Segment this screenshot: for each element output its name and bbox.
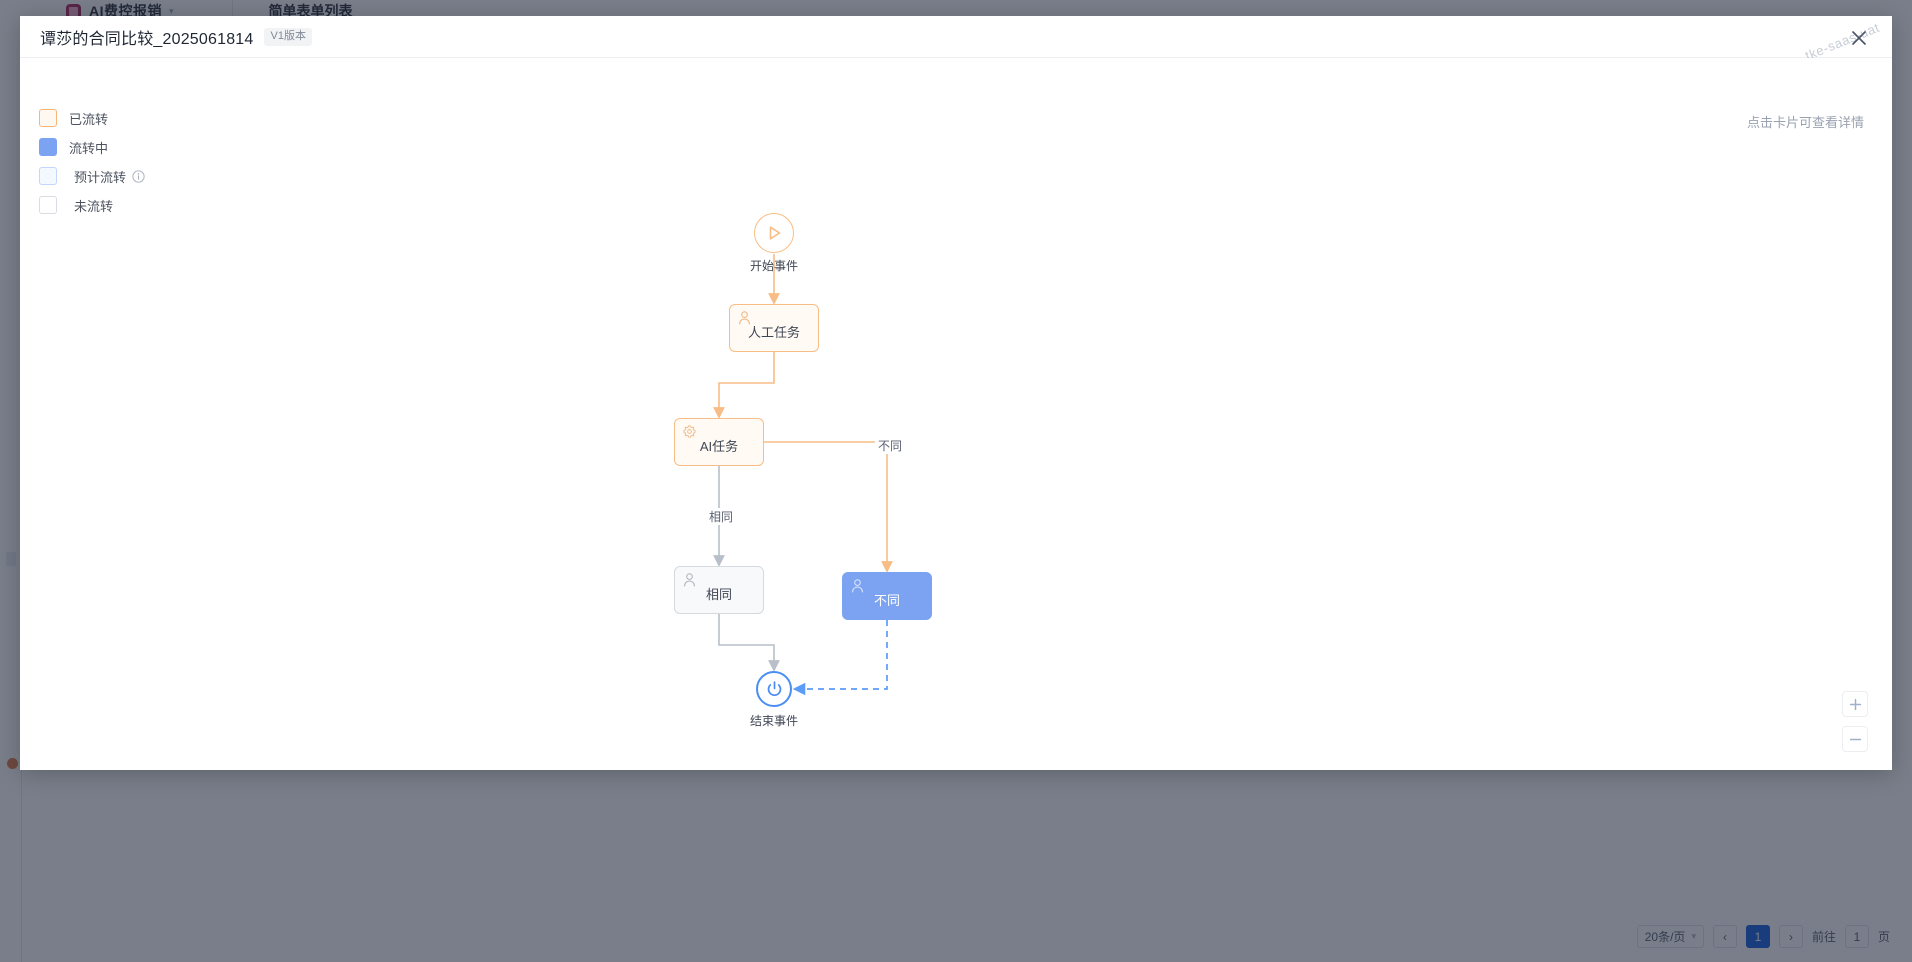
minus-icon xyxy=(1849,738,1861,740)
edge-same-to-end xyxy=(718,614,780,672)
legend-item-plan[interactable]: 预计流转 xyxy=(39,167,145,185)
legend-item-done[interactable]: 已流转 xyxy=(39,109,145,127)
legend-label-none: 未流转 xyxy=(74,198,114,214)
node-same-task[interactable]: 相同 xyxy=(674,566,764,614)
modal-body: 已流转 流转中 预计流转 未流转 xyxy=(20,58,1892,770)
close-icon[interactable] xyxy=(1848,27,1870,49)
node-manual-task-label: 人工任务 xyxy=(747,324,800,340)
power-icon xyxy=(767,680,781,696)
flow-canvas[interactable]: 开始事件 人工任务 AI任务 xyxy=(20,58,1892,770)
legend-swatch-none xyxy=(39,196,57,214)
node-end-event[interactable] xyxy=(756,671,792,707)
legend-item-active[interactable]: 流转中 xyxy=(39,138,145,156)
node-same-task-label: 相同 xyxy=(705,586,732,602)
node-start-event-label: 开始事件 xyxy=(749,259,798,273)
edge-label-diff: 不同 xyxy=(875,437,906,454)
legend-label-plan: 预计流转 xyxy=(74,169,127,185)
modal-header: 谭莎的合同比较_2025061814 V1版本 xyxy=(20,16,1892,58)
legend-swatch-plan xyxy=(39,167,57,185)
node-manual-task[interactable]: 人工任务 xyxy=(729,304,819,352)
legend-item-none[interactable]: 未流转 xyxy=(39,196,145,214)
node-end-event-label: 结束事件 xyxy=(749,714,798,728)
person-icon xyxy=(739,311,750,325)
legend-label-done: 已流转 xyxy=(69,111,109,127)
edge-diff-to-end xyxy=(792,620,888,696)
edge-manual-to-ai xyxy=(713,352,775,419)
node-diff-task[interactable]: 不同 xyxy=(842,572,932,620)
legend: 已流转 流转中 预计流转 未流转 xyxy=(39,109,145,214)
node-start-event[interactable] xyxy=(754,213,794,253)
person-icon xyxy=(852,579,863,593)
page-title: 谭莎的合同比较_2025061814 xyxy=(40,30,254,48)
plus-icon xyxy=(1849,698,1861,710)
legend-swatch-active xyxy=(39,138,57,156)
hint-text: 点击卡片可查看详情 xyxy=(1746,115,1864,130)
node-ai-task[interactable]: AI任务 xyxy=(674,418,764,466)
gear-icon xyxy=(683,425,696,438)
play-icon xyxy=(769,226,781,240)
edge-ai-to-diff xyxy=(764,441,893,573)
flow-detail-modal: 谭莎的合同比较_2025061814 V1版本 tke-saas-uat 已流转… xyxy=(20,16,1892,770)
legend-label-active: 流转中 xyxy=(69,140,109,156)
legend-swatch-done xyxy=(39,109,57,127)
zoom-out-button[interactable] xyxy=(1842,726,1868,752)
zoom-in-button[interactable] xyxy=(1842,691,1868,717)
version-badge: V1版本 xyxy=(264,27,312,46)
info-circle-icon[interactable] xyxy=(132,169,145,183)
node-ai-task-label: AI任务 xyxy=(699,438,739,454)
edge-label-same: 相同 xyxy=(706,508,737,525)
person-icon xyxy=(684,573,695,587)
flow-edges xyxy=(713,254,893,696)
node-diff-task-label: 不同 xyxy=(873,592,900,608)
zoom-controls xyxy=(1842,691,1868,752)
